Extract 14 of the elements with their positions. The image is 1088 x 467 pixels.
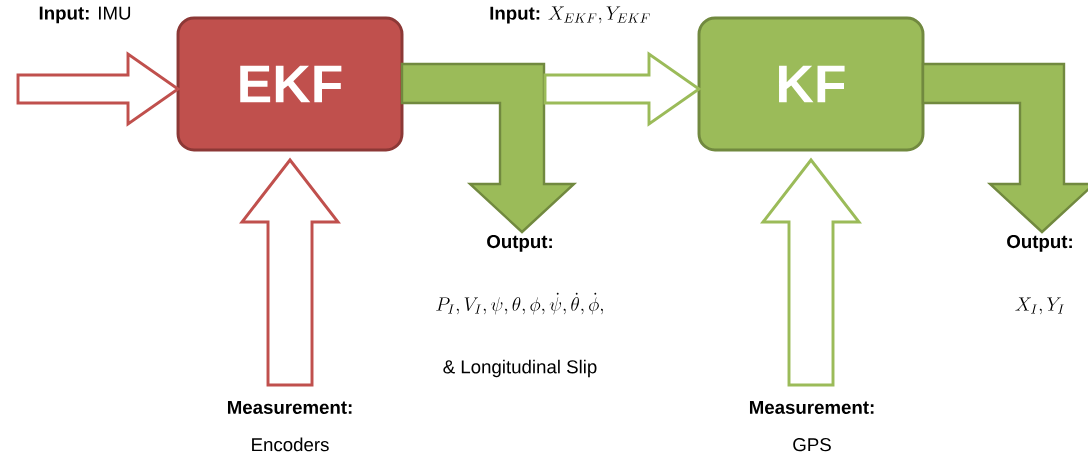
block-arrow [921,62,1088,234]
block-arrow [16,51,181,127]
block-arrow [239,157,341,387]
text-label: Output: $X_{I},Y_{I}$ [1007,234,1072,315]
filter-box: EKF [176,16,404,152]
block-arrow [400,62,578,234]
text-label: Input: $X_{EKF},Y_{EKF}$ [490,6,650,24]
block-arrow [543,51,702,127]
text-label: Measurement: Encoders [228,400,352,452]
text-label: Measurement: GPS [750,400,874,452]
filter-box: KF [697,16,925,152]
block-arrow [760,157,862,387]
text-label: Output: $P_{I},V_{I},\psi,\theta,\phi,\dot{\psi},\dot{\theta},\dot{\phi},$ & Longitudinal Slip [436,234,604,378]
text-label: Input: IMU [39,6,131,24]
